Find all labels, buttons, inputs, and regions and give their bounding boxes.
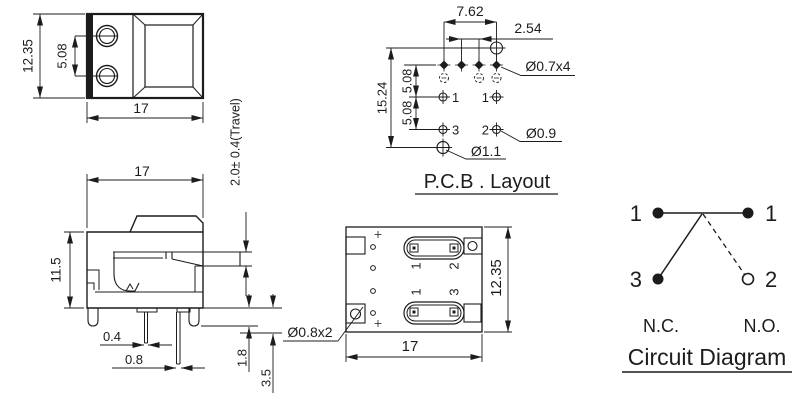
circuit-pin-top-left: 1 [630, 201, 642, 226]
circuit-diagram-title: Circuit Diagram [628, 344, 786, 370]
terminal-label-top-left: 1 [408, 262, 423, 269]
circuit-pin-top-right: 1 [765, 201, 777, 226]
terminal-label-bottom-left: 1 [408, 288, 423, 295]
button-cap-inner [144, 24, 194, 88]
reference-hole-icon [487, 39, 506, 57]
pad-label-mid-left: 1 [452, 90, 459, 105]
travel-dim: 2.0± 0.4(Travel) [228, 98, 242, 186]
contact-dot-icon [742, 207, 754, 219]
vent-holes [370, 231, 382, 327]
standoff-dim: 1.8 [234, 349, 249, 367]
circuit-pin-bottom-right: 2 [765, 267, 777, 292]
contact-dot-icon [652, 273, 664, 285]
pcb-pitch-dim: 2.54 [514, 20, 541, 36]
actuator-lever [113, 251, 241, 267]
side-view-outline [86, 215, 204, 309]
pin-width-small-dim: 0.4 [103, 329, 121, 344]
hidden-hole-circles [439, 73, 502, 83]
pcb-span-left-dim: 15.24 [374, 82, 389, 115]
nc-contact-line [657, 213, 703, 280]
mounting-pegs [87, 308, 200, 327]
pin-length-dim: 3.5 [258, 369, 273, 387]
terminal-label-top-right: 2 [446, 262, 461, 269]
top-view-height-dim: 12.35 [21, 39, 36, 73]
pad-label-low-right: 2 [482, 123, 489, 138]
circuit-pin-bottom-left: 3 [630, 267, 642, 292]
bottom-view-width-dim: 17 [402, 338, 419, 355]
top-view-holes [95, 24, 119, 88]
mounting-hole-icon [467, 240, 478, 252]
pad-label-low-left: 3 [452, 123, 459, 138]
no-contact-dashed-line [702, 213, 748, 279]
terminal-pins [144, 312, 181, 365]
hole-note-small: Ø0.7x4 [525, 58, 570, 74]
side-view: 17 11.5 2.0± 0.4(Travel) 0.4 0.8 1.8 3.5 [49, 98, 282, 393]
side-view-width-dim: 17 [134, 163, 150, 179]
no-label: N.O. [743, 316, 780, 336]
top-view-width-dim: 17 [133, 100, 149, 116]
corner-notch-top-right [463, 237, 483, 255]
circuit-diagram: 1 1 3 2 N.C. N.O. Circuit Diagram [622, 201, 792, 373]
corner-notch-top-left [345, 236, 366, 255]
contact-dot-icon [652, 207, 664, 219]
corner-notch-bottom-right [463, 303, 482, 323]
bottom-view-outline [345, 226, 483, 333]
side-view-height-dim: 11.5 [49, 257, 64, 282]
spring-contact [87, 252, 203, 293]
top-view-left-band [87, 14, 93, 98]
pcb-row-pitch-a-dim: 5.08 [400, 69, 414, 93]
terminal-label-bottom-right: 3 [446, 288, 461, 295]
mounting-hole-icon [349, 308, 362, 320]
bottom-view: 1 2 1 3 Ø0.8x2 17 12.35 [283, 226, 512, 362]
terminal-slot-top [403, 236, 465, 260]
small-hole-pads [437, 58, 503, 72]
corner-notch-bottom-left [345, 303, 366, 324]
hole-note-large: Ø1.1 [471, 143, 502, 159]
terminal-pads [434, 90, 504, 157]
pcb-layout-title: P.C.B . Layout [424, 171, 551, 193]
bottom-view-height-dim: 12.35 [488, 259, 505, 297]
bottom-hole-note: Ø0.8x2 [287, 324, 332, 340]
pcb-row-pitch-b-dim: 5.08 [400, 101, 414, 125]
pad-label-mid-right: 1 [482, 90, 489, 105]
pcb-layout: 1 1 3 2 7.62 2.54 15.24 5.08 5.08 Ø0.7x4… [374, 3, 575, 195]
top-view: 12.35 5.08 17 [21, 12, 205, 123]
button-cap-bevels [132, 13, 204, 99]
open-contact-icon [741, 272, 755, 286]
top-view-hole-pitch-dim: 5.08 [54, 43, 69, 68]
pcb-span-top-dim: 7.62 [456, 3, 483, 19]
nc-label: N.C. [643, 316, 679, 336]
pin-width-large-dim: 0.8 [125, 352, 143, 367]
hole-note-mid: Ø0.9 [526, 125, 557, 141]
terminal-slot-bottom [403, 301, 465, 325]
